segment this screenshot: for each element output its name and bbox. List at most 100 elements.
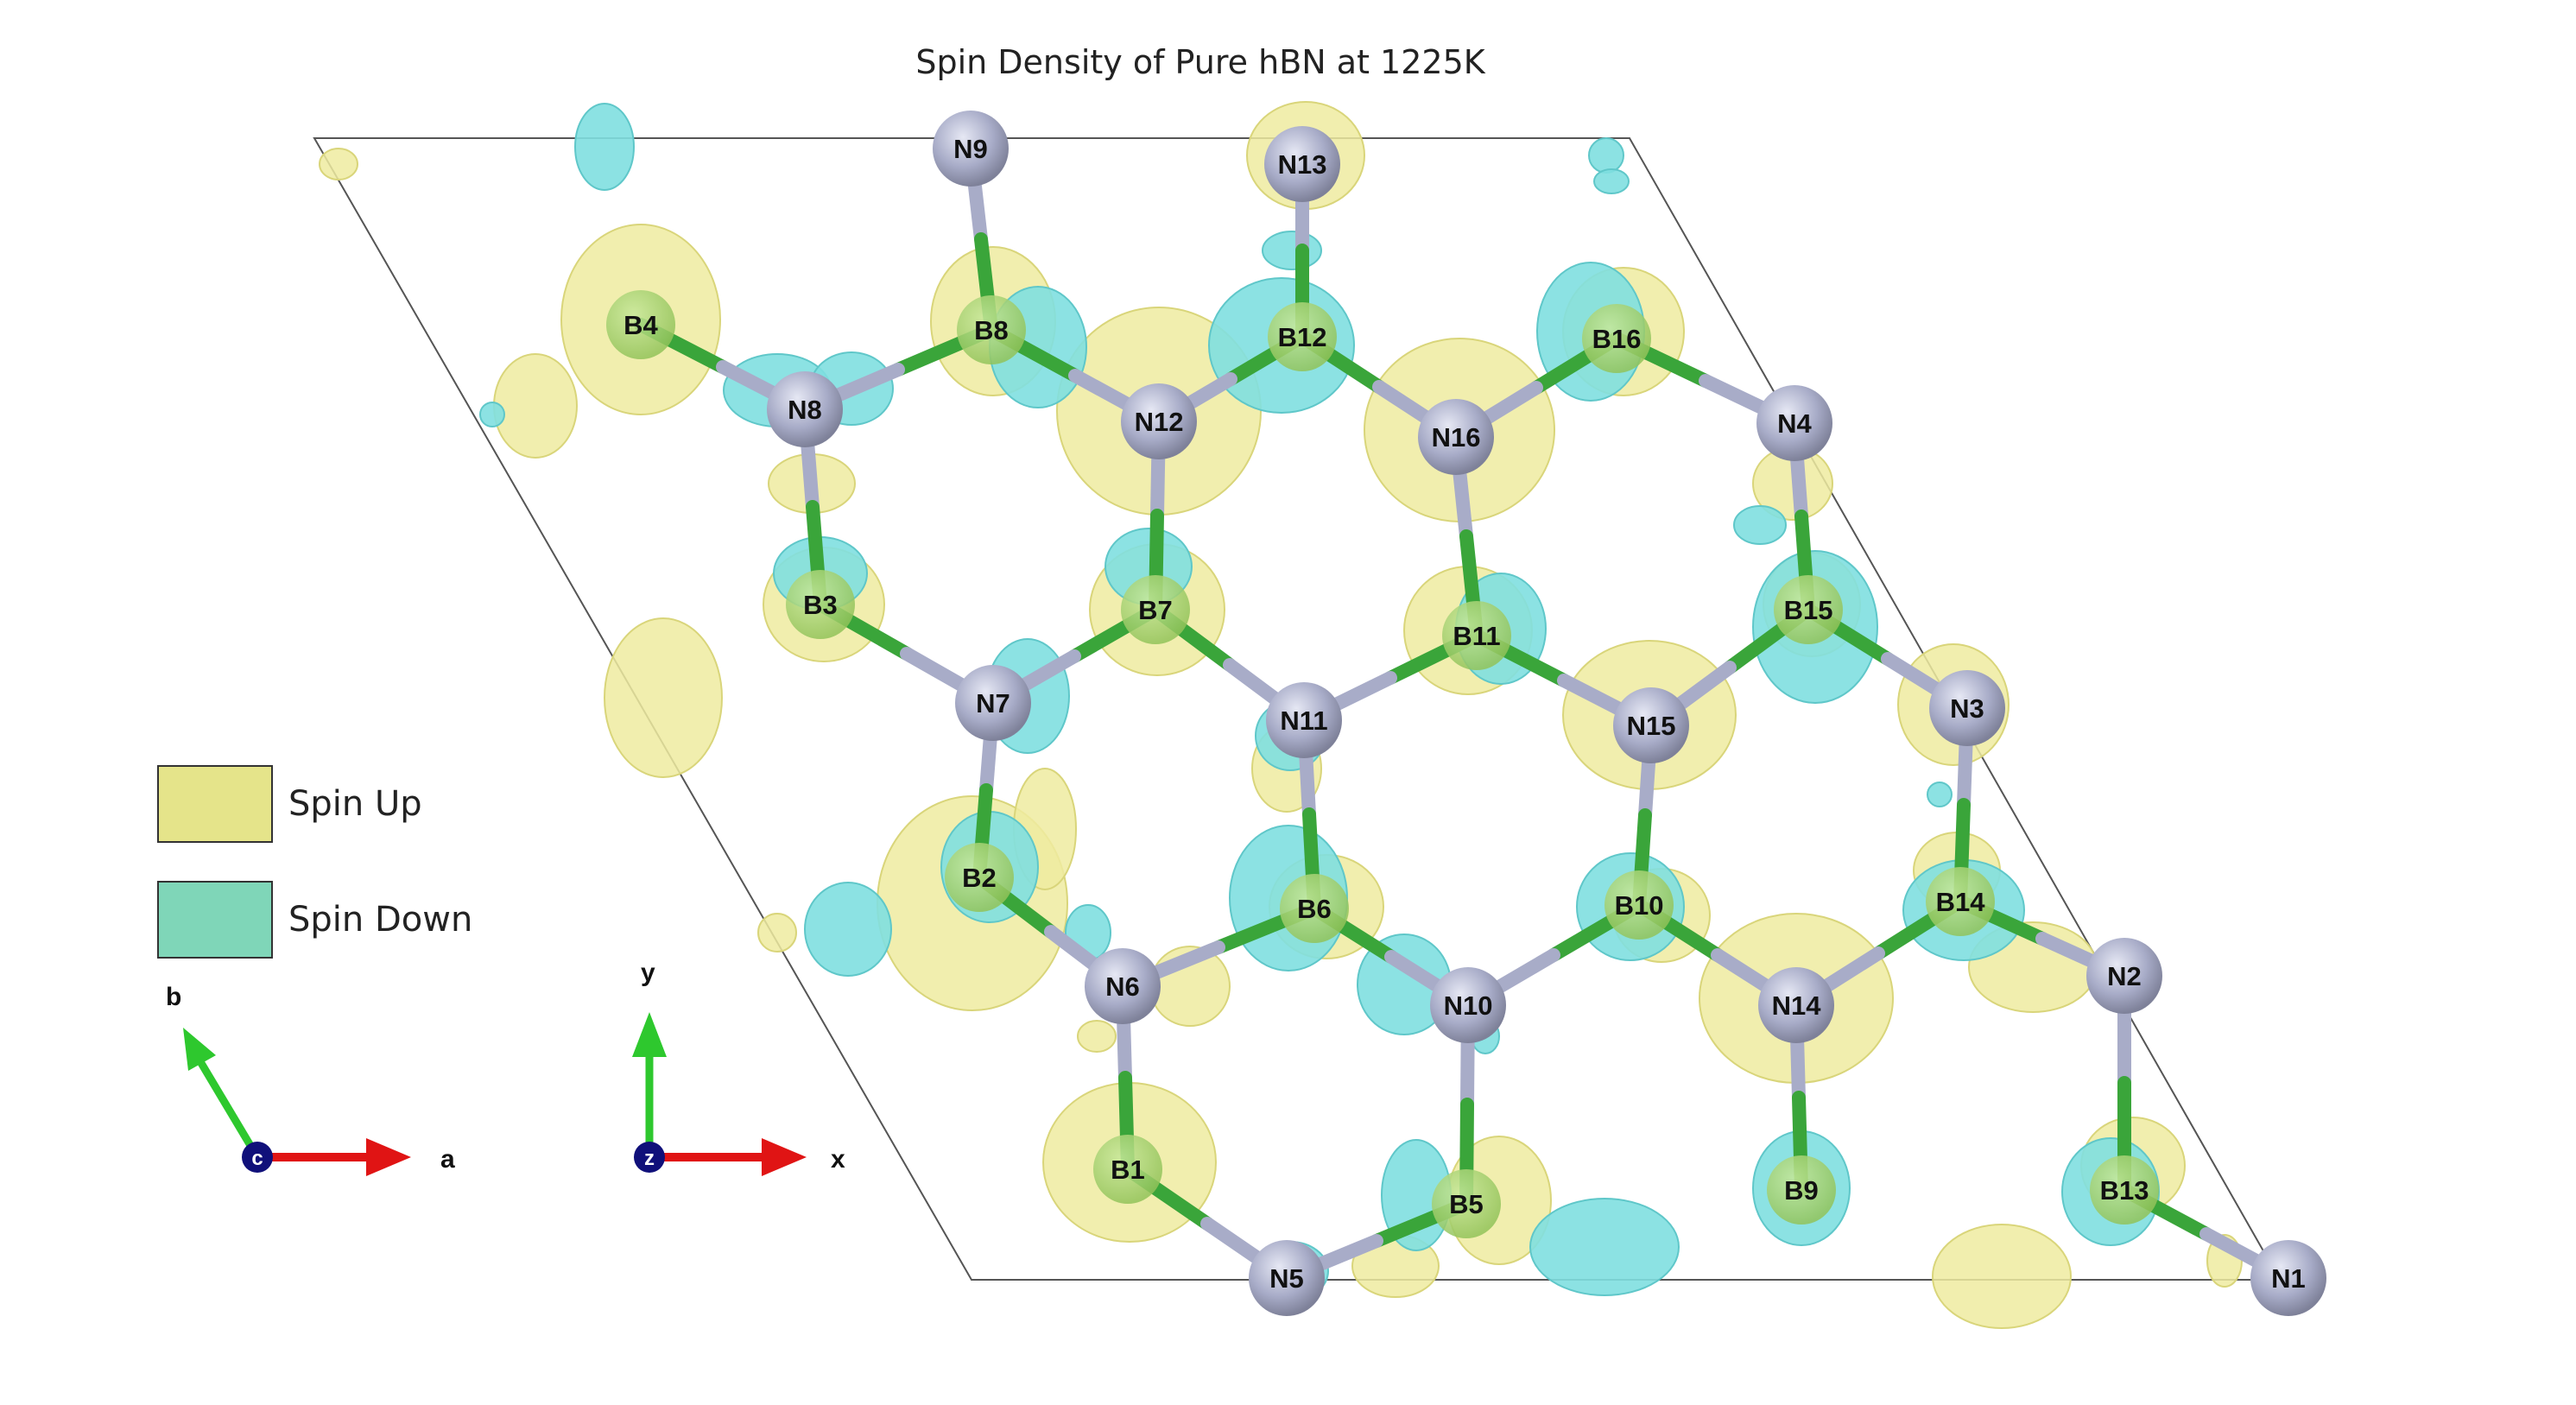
atom-label: N14 [1772,990,1822,1021]
spin-up-isosurface [493,353,578,459]
b-axis-arrow [195,1056,261,1160]
atom-label: N16 [1432,422,1481,453]
atom-b13: B13 [2090,1155,2159,1225]
nitrogen-atom [1929,670,2005,746]
boron-atom [957,295,1026,364]
spin-down-isosurface [804,882,892,977]
boron-atom [1268,302,1337,371]
spin-down-label: Spin Down [288,900,473,940]
a-axis-arrowhead [366,1138,411,1176]
spin-down-isosurface [1593,168,1630,194]
atom-label: N7 [976,688,1010,718]
atom-label: N6 [1105,971,1140,1002]
c-axis-label: c [251,1147,263,1170]
boron-atom [606,290,675,359]
atom-b15: B15 [1774,575,1843,644]
boron-atom [1582,304,1651,373]
b-axis-arrowhead [183,1028,216,1071]
atom-label: N10 [1444,990,1493,1021]
atom-n11: N11 [1266,682,1342,758]
c-axis-dot [242,1142,273,1173]
atom-label: B8 [974,315,1009,345]
nitrogen-atom [1264,126,1340,202]
atom-n10: N10 [1430,967,1506,1043]
z-axis-dot [634,1142,665,1173]
bond-layer [634,142,2295,1285]
atom-n3: N3 [1929,670,2005,746]
atom-label: B2 [962,863,997,893]
boron-atom [1280,874,1349,943]
boron-atom [1432,1169,1501,1238]
boron-atom [786,570,855,639]
atom-label: B6 [1297,894,1332,924]
atom-b9: B9 [1767,1155,1836,1225]
atom-b10: B10 [1604,870,1674,940]
atom-b4: B4 [606,290,675,359]
atom-b3: B3 [786,570,855,639]
atom-label: N15 [1627,711,1676,741]
atom-n5: N5 [1249,1240,1325,1316]
spin-down-isosurface [1927,782,1953,807]
atom-n16: N16 [1418,399,1494,475]
atom-label: B7 [1138,595,1173,625]
atom-label: B5 [1449,1189,1484,1219]
atom-b5: B5 [1432,1169,1501,1238]
atom-n1: N1 [2250,1240,2326,1316]
atom-label: B12 [1278,322,1327,352]
atom-label: N12 [1135,407,1184,437]
spin-up-isosurface [319,148,358,180]
atom-label: N9 [953,134,988,164]
nitrogen-atom [1756,385,1832,461]
nitrogen-atom [1249,1240,1325,1316]
spin-down-isosurface [1733,505,1787,545]
nitrogen-atom [1758,967,1834,1043]
x-axis-label: x [831,1145,845,1174]
atom-label: B1 [1111,1155,1145,1185]
spin-down-isosurface [1262,231,1322,270]
spin-up-label: Spin Up [288,784,422,824]
a-axis-label: a [440,1145,455,1174]
atom-n6: N6 [1085,948,1161,1024]
atom-b1: B1 [1093,1135,1162,1204]
abc-axes-triad: c b a [166,983,455,1176]
spin-down-isosurface [1588,137,1624,174]
atom-label: N5 [1269,1263,1304,1294]
nitrogen-atom [1613,687,1689,763]
atom-label: N2 [2107,961,2142,991]
b-axis-label: b [166,983,181,1011]
z-axis-label: z [644,1147,655,1170]
spin-down-isosurface [1529,1198,1680,1296]
nitrogen-atom [2086,938,2162,1014]
spin-up-swatch [157,765,273,843]
boron-atom [1774,575,1843,644]
boron-atom [1604,870,1674,940]
atom-n13: N13 [1264,126,1340,202]
boron-atom [1926,867,1995,936]
nitrogen-atom [1266,682,1342,758]
boron-atom [2090,1155,2159,1225]
atom-b14: B14 [1926,867,1995,936]
atom-label: N8 [788,395,822,425]
nitrogen-atom [1430,967,1506,1043]
atom-b11: B11 [1442,601,1511,670]
spin-up-isosurface [757,913,797,952]
boron-atom [1767,1155,1836,1225]
nitrogen-atom [933,111,1009,187]
spin-down-isosurface [479,402,505,427]
spin-up-isosurface [604,617,723,778]
atom-label: B9 [1784,1175,1819,1206]
boron-atom [945,843,1014,912]
y-axis-arrowhead [632,1012,667,1057]
atom-n14: N14 [1758,967,1834,1043]
spin-up-isosurface [1077,1020,1117,1053]
nitrogen-atom [1418,399,1494,475]
atom-label: B11 [1453,621,1500,651]
atom-label: N4 [1777,408,1812,439]
atom-b8: B8 [957,295,1026,364]
atom-b16: B16 [1582,304,1651,373]
atom-label: B10 [1615,890,1664,921]
y-axis-label: y [641,959,655,987]
legend-spin-up: Spin Up [157,765,422,843]
